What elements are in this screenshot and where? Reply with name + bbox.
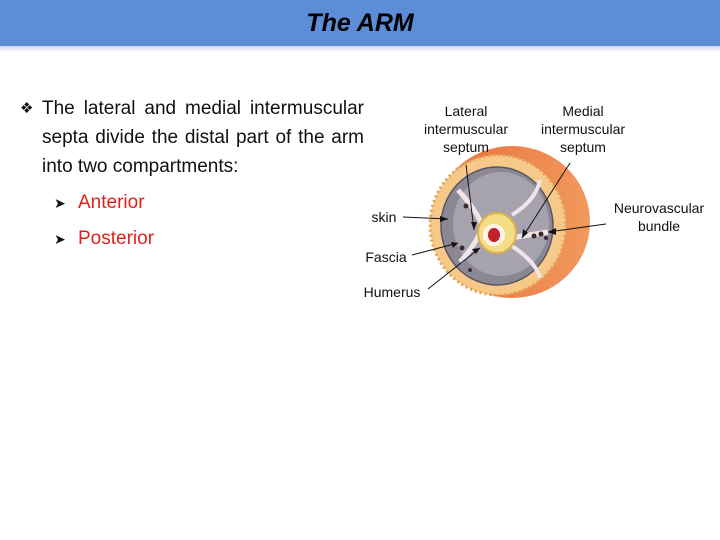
arrowhead-icon <box>522 229 528 238</box>
label-neurovascular-bundle: Neurovascular bundle <box>602 199 716 235</box>
slide-title: The ARM <box>306 8 414 37</box>
septum-upper <box>510 179 542 217</box>
label-skin: skin <box>371 209 397 225</box>
diamond-bullet-icon: ❖ <box>20 100 34 117</box>
arrow-bullet-icon: ➤ <box>54 231 66 247</box>
humerus-bone <box>477 212 517 254</box>
leader-neurovascular <box>547 223 607 233</box>
neurovascular-vessel <box>538 231 544 237</box>
label-line: bundle <box>637 218 681 234</box>
septum-lower <box>510 244 542 279</box>
fat-texture <box>428 153 568 297</box>
label-medial-septum: Medial intermuscular septum <box>527 102 639 156</box>
main-bullet-text: The lateral and medial intermuscular sep… <box>42 98 364 177</box>
sub-item-anterior: ➤ Anterior <box>54 185 364 221</box>
label-line: septum <box>560 139 606 155</box>
sub-item-label: Anterior <box>78 192 145 213</box>
main-bullet: ❖ The lateral and medial intermuscular s… <box>20 94 364 181</box>
neurovascular-vessel <box>531 233 537 239</box>
vessel-dot <box>459 245 465 251</box>
sub-bullet-list: ➤ Anterior ➤ Posterior <box>54 185 364 257</box>
arrowhead-icon <box>451 242 458 248</box>
arrow-bullet-icon: ➤ <box>54 195 66 211</box>
deep-fascia <box>440 166 554 286</box>
arrowhead-icon <box>471 222 477 230</box>
label-line: Lateral <box>444 103 488 119</box>
leader-lines <box>402 162 607 290</box>
leader-fascia <box>411 242 459 256</box>
bone-marrow <box>488 228 500 242</box>
leader-arrowheads <box>440 216 556 254</box>
label-humerus: Humerus <box>363 284 421 300</box>
slide-content: ❖ The lateral and medial intermuscular s… <box>20 94 364 257</box>
label-line: intermuscular <box>540 121 626 137</box>
label-line: Medial <box>562 103 604 119</box>
leader-humerus <box>427 247 481 290</box>
vessel-dot <box>468 268 472 272</box>
sub-item-label: Posterior <box>78 228 155 249</box>
label-lateral-septum: Lateral intermuscular septum <box>410 102 522 156</box>
sub-item-posterior: ➤ Posterior <box>54 221 364 257</box>
label-line: intermuscular <box>423 121 509 137</box>
leader-lateral <box>465 164 475 231</box>
label-line: septum <box>443 139 489 155</box>
arrowhead-icon <box>548 228 556 235</box>
title-bar-shadow <box>0 46 720 52</box>
label-fascia: Fascia <box>365 249 407 265</box>
arrowhead-icon <box>440 216 448 222</box>
vessel-dot <box>463 203 469 209</box>
arrowhead-icon <box>472 248 480 254</box>
title-bar: The ARM <box>0 0 720 46</box>
label-line: Neurovascular <box>613 200 705 216</box>
neurovascular-vessel <box>544 236 548 240</box>
leader-medial <box>521 162 571 239</box>
